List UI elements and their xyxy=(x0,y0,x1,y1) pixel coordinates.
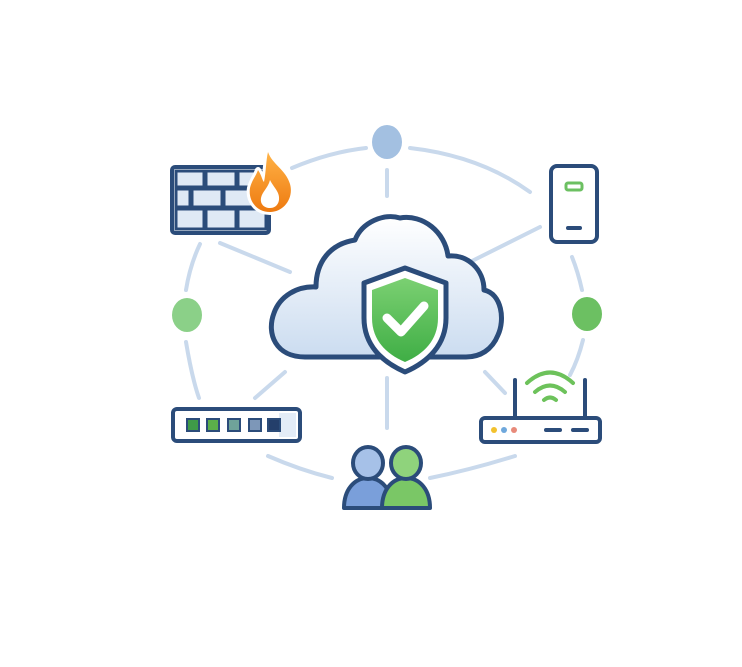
user-icon-blue xyxy=(342,445,394,510)
flame-icon xyxy=(246,149,294,215)
connector-spokes xyxy=(218,168,542,430)
user-icon-green xyxy=(380,445,432,510)
shield-check-icon xyxy=(361,265,449,375)
network-switch-icon xyxy=(171,407,302,443)
cloud-with-shield-check-icon xyxy=(268,214,504,375)
connector-ring xyxy=(184,146,585,480)
connector-dot-left xyxy=(172,298,202,332)
checkmark-icon xyxy=(382,301,429,337)
connector-dot-right xyxy=(572,297,602,331)
mobile-phone-icon xyxy=(549,164,599,244)
users-icon xyxy=(342,445,432,510)
firewall-icon xyxy=(170,149,294,235)
connector-dot-top xyxy=(372,125,402,159)
wifi-signal-icon xyxy=(525,370,575,402)
wifi-router-icon xyxy=(479,370,602,444)
